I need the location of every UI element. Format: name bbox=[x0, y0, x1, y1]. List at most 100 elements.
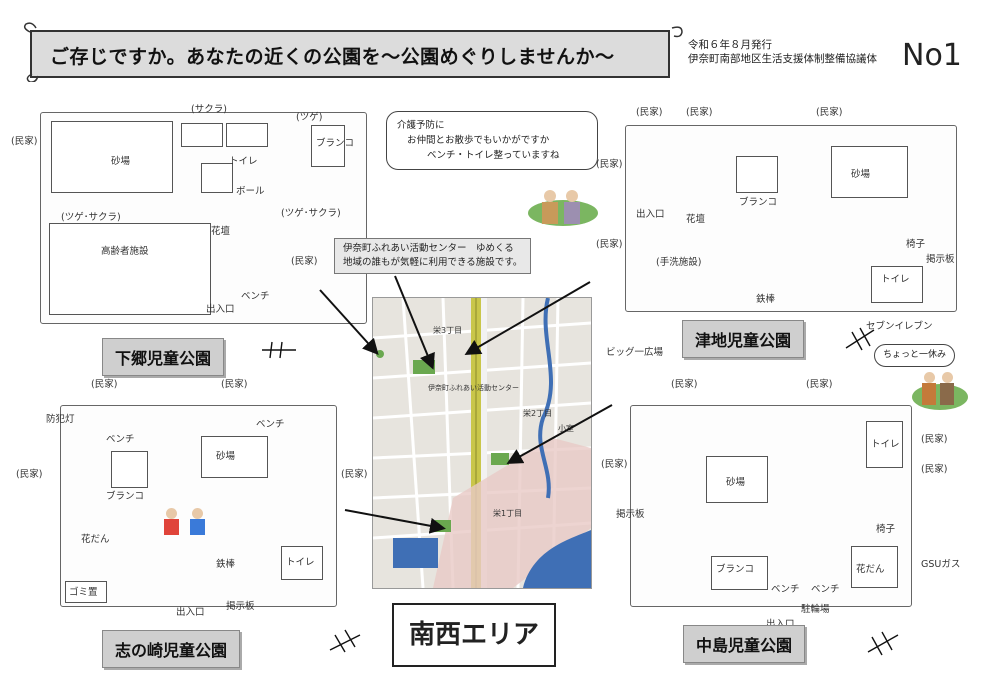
care-line1: 介護予防に bbox=[397, 120, 445, 131]
label: (ツゲ･サクラ) bbox=[281, 208, 341, 219]
resting-people-illustration bbox=[912, 370, 968, 412]
issue-info: 令和６年８月発行 伊奈町南部地区生活支援体制整備協議体 bbox=[688, 38, 877, 66]
shimogo-building bbox=[49, 223, 211, 315]
issue-number: No1 bbox=[902, 38, 962, 73]
center-info-line1: 伊奈町ふれあい活動センター ゆめくる bbox=[343, 243, 514, 254]
map-label: 栄2丁目 bbox=[523, 409, 553, 418]
label: 砂場 bbox=[726, 477, 746, 488]
label: トイレ bbox=[881, 274, 910, 285]
header-banner: ご存じですか。あなたの近くの公園を～公園めぐりしませんか～ bbox=[22, 22, 683, 82]
label: (民家) bbox=[671, 379, 698, 390]
shinozaki-sandbox bbox=[201, 436, 268, 478]
street-map-graphic bbox=[373, 298, 591, 588]
label: 砂場 bbox=[111, 156, 131, 167]
elderly-couple-illustration bbox=[528, 186, 598, 234]
person-icon bbox=[942, 372, 953, 383]
tsuji-swing bbox=[736, 156, 778, 193]
label: (民家) bbox=[596, 239, 623, 250]
label: 掲示板 bbox=[926, 254, 955, 265]
issue-date: 令和６年８月発行 bbox=[688, 39, 772, 51]
label: 砂場 bbox=[851, 169, 871, 180]
label: 花壇 bbox=[686, 214, 706, 225]
label: ブランコ bbox=[106, 491, 145, 502]
child-body bbox=[164, 519, 179, 535]
shinozaki-park-name: 志の崎児童公園 bbox=[102, 630, 241, 668]
children-illustration bbox=[158, 508, 216, 544]
label: 花だん bbox=[81, 534, 110, 545]
label: (手洗施設) bbox=[656, 257, 702, 268]
map-label: 伊奈町ふれあい活動センター bbox=[428, 384, 519, 392]
person-body bbox=[564, 202, 580, 224]
rest-speech-bubble: ちょっと一休み bbox=[874, 344, 956, 367]
care-speech-bubble: 介護予防に お仲間とお散歩でもいかがですか ベンチ・トイレ整っていますね bbox=[386, 111, 598, 170]
label: ベンチ bbox=[241, 291, 270, 302]
child-body bbox=[190, 519, 205, 535]
label: 花だん bbox=[856, 564, 885, 575]
shinozaki-swing bbox=[111, 451, 148, 488]
nakajima-park-name: 中島児童公園 bbox=[683, 625, 806, 663]
map-label: 栄3丁目 bbox=[433, 326, 463, 335]
person-body bbox=[542, 202, 558, 224]
label: ベンチ bbox=[256, 419, 285, 430]
tsuji-park-map: (民家) (民家) (民家) (民家) (民家) ブランコ 砂場 花壇 椅子 ト… bbox=[596, 107, 957, 358]
label: (民家) bbox=[16, 469, 43, 480]
banner-box bbox=[30, 30, 670, 78]
map-label: 小室 bbox=[558, 424, 574, 433]
child-icon bbox=[166, 508, 177, 519]
label: 掲示板 bbox=[616, 509, 645, 520]
label: ブランコ bbox=[739, 197, 778, 208]
nakajima-toilet bbox=[866, 421, 903, 468]
nakajima-sandbox bbox=[706, 456, 768, 503]
label: 出入口 bbox=[206, 304, 235, 315]
label: トイレ bbox=[229, 156, 258, 167]
label: 花壇 bbox=[211, 226, 231, 237]
label: トイレ bbox=[286, 557, 315, 568]
label: (民家) bbox=[686, 107, 713, 118]
label: 駐輪場 bbox=[801, 604, 830, 615]
care-line3: ベンチ・トイレ整っていますね bbox=[427, 150, 560, 161]
label: ベンチ bbox=[811, 584, 840, 595]
label: 出入口 bbox=[176, 607, 205, 618]
label: (民家) bbox=[221, 379, 248, 390]
shinozaki-trash bbox=[65, 581, 107, 603]
nakajima-flowerbed bbox=[851, 546, 898, 588]
label: (ツゲ･サクラ) bbox=[61, 212, 121, 223]
label: 出入口 bbox=[766, 616, 795, 630]
shimogo-box-4 bbox=[201, 163, 233, 193]
label: (民家) bbox=[921, 464, 948, 475]
label: (民家) bbox=[806, 379, 833, 390]
shinozaki-toilet bbox=[281, 546, 323, 580]
map-label: 栄1丁目 bbox=[493, 509, 523, 518]
shimogo-box-3 bbox=[311, 125, 345, 167]
tsuji-toilet bbox=[871, 266, 923, 303]
area-label: 南西エリア bbox=[392, 603, 556, 667]
tsuji-park-name: 津地児童公園 bbox=[682, 320, 805, 358]
person-icon bbox=[924, 372, 935, 383]
label: 鉄棒 bbox=[756, 294, 776, 305]
label: (民家) bbox=[816, 107, 843, 118]
label: ベンチ bbox=[106, 434, 135, 445]
tsuji-sandbox bbox=[831, 146, 908, 198]
publisher: 伊奈町南部地区生活支援体制整備協議体 bbox=[688, 53, 877, 65]
shinozaki-park-map: (民家) (民家) (民家) (民家) ベンチ ベンチ 砂場 ブランコ 花だん … bbox=[16, 379, 367, 618]
label: 砂場 bbox=[216, 451, 236, 462]
nakajima-swing bbox=[711, 556, 768, 590]
label: (民家) bbox=[91, 379, 118, 390]
label: (民家) bbox=[341, 469, 368, 480]
person-icon bbox=[566, 190, 578, 202]
label: 防犯灯 bbox=[46, 414, 75, 425]
label: 掲示板 bbox=[226, 601, 255, 612]
nakajima-park-map: (民家) (民家) (民家) (民家) 椅子 砂場 ブランコ ベンチ ベンチ ト… bbox=[601, 379, 960, 630]
label: ブランコ bbox=[316, 138, 355, 149]
label: (民家) bbox=[921, 434, 948, 445]
street-map: 栄3丁目 栄2丁目 栄1丁目 小室 伊奈町ふれあい活動センター bbox=[372, 297, 592, 589]
label: (民家) bbox=[636, 107, 663, 118]
label: ブランコ bbox=[716, 564, 755, 575]
label: (民家) bbox=[291, 256, 318, 267]
label: 出入口 bbox=[636, 209, 665, 220]
label: 椅子 bbox=[876, 524, 896, 535]
person-body bbox=[940, 383, 954, 405]
care-line2: お仲間とお散歩でもいかがですか bbox=[407, 135, 550, 146]
child-icon bbox=[192, 508, 203, 519]
person-body bbox=[922, 383, 936, 405]
